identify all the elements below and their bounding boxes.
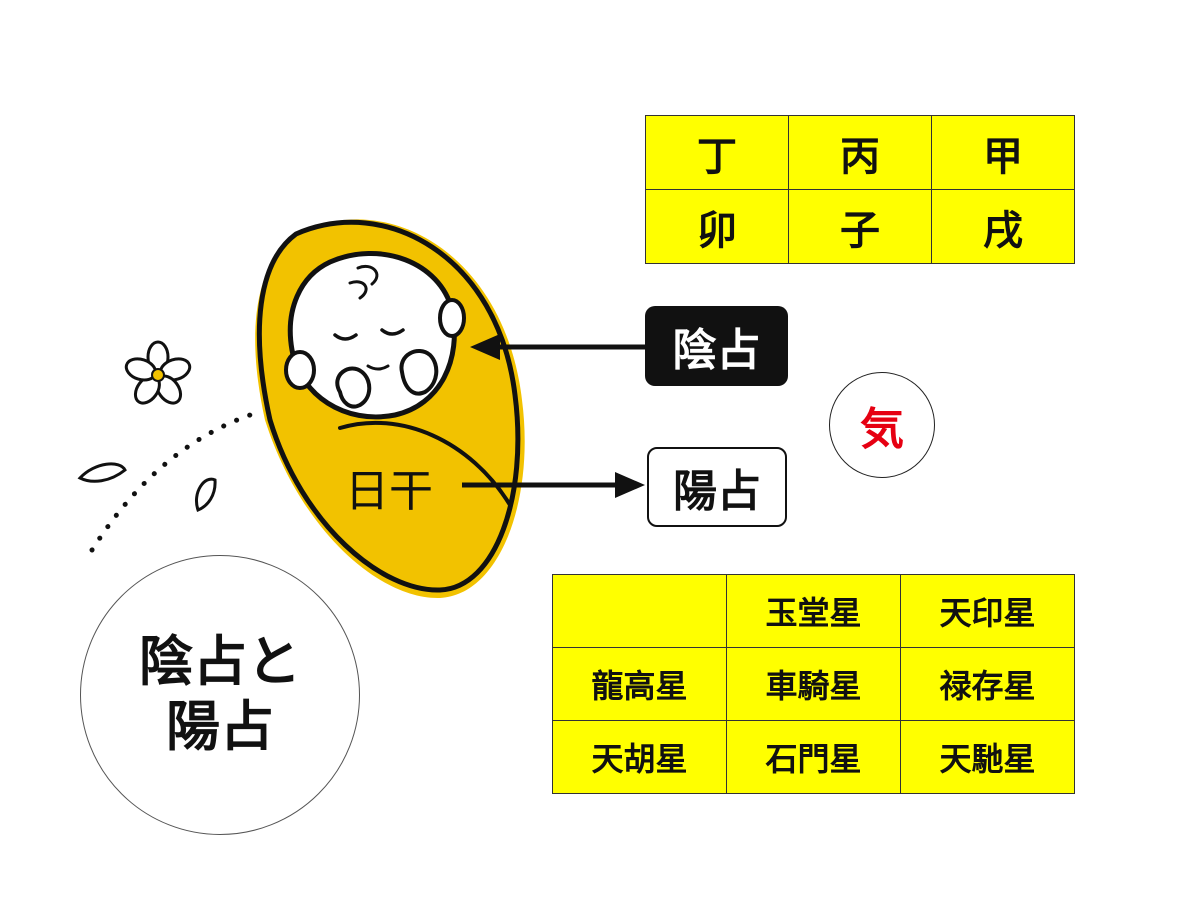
table-cell: 玉堂星 <box>727 575 901 648</box>
arrow-to-yang <box>462 472 645 498</box>
baby-head <box>287 251 457 420</box>
table-cell <box>553 575 727 648</box>
yin-label-box: 陰占 <box>645 306 788 386</box>
table-cell: 卯 <box>646 190 789 264</box>
flower-icon <box>124 340 192 405</box>
title-line: 陰占と <box>139 630 301 694</box>
baby-hand-left <box>335 366 372 409</box>
top-stem-branch-table: 丁 丙 甲 卯 子 戌 <box>645 115 1075 264</box>
baby-eye-right <box>380 328 405 336</box>
baby-eye-left <box>333 333 358 341</box>
table-cell: 甲 <box>932 116 1075 190</box>
table-cell: 天印星 <box>901 575 1075 648</box>
leaf-icon <box>77 462 127 483</box>
table-cell: 車騎星 <box>727 648 901 721</box>
star-table: 玉堂星 天印星 龍高星 車騎星 禄存星 天胡星 石門星 天馳星 <box>552 574 1075 794</box>
baby-mouth <box>366 364 390 371</box>
ki-circle: 気 <box>829 372 935 478</box>
title-line: 陽占 <box>166 695 274 758</box>
table-cell: 龍高星 <box>553 648 727 721</box>
yang-label-box: 陽占 <box>647 447 787 527</box>
table-cell: 天胡星 <box>553 721 727 794</box>
baby-hand-right <box>399 349 439 396</box>
table-cell: 子 <box>789 190 932 264</box>
leaf-icon <box>195 477 217 512</box>
table-cell: 丁 <box>646 116 789 190</box>
table-cell: 丙 <box>789 116 932 190</box>
baby-hair <box>348 265 379 300</box>
baby-cheek <box>284 350 316 390</box>
swaddle-outline <box>256 219 521 593</box>
table-cell: 天馳星 <box>901 721 1075 794</box>
table-cell: 禄存星 <box>901 648 1075 721</box>
baby-icon <box>255 219 525 599</box>
title-circle: 陰占と 陽占 <box>80 555 360 835</box>
table-cell: 戌 <box>932 190 1075 264</box>
baby-ear <box>438 298 466 338</box>
title-text: 陰占と 陽占 <box>139 630 301 760</box>
dotted-trail <box>89 412 253 553</box>
arrow-to-head <box>470 334 645 360</box>
day-stem-label: 日干 <box>345 466 433 517</box>
table-cell: 石門星 <box>727 721 901 794</box>
